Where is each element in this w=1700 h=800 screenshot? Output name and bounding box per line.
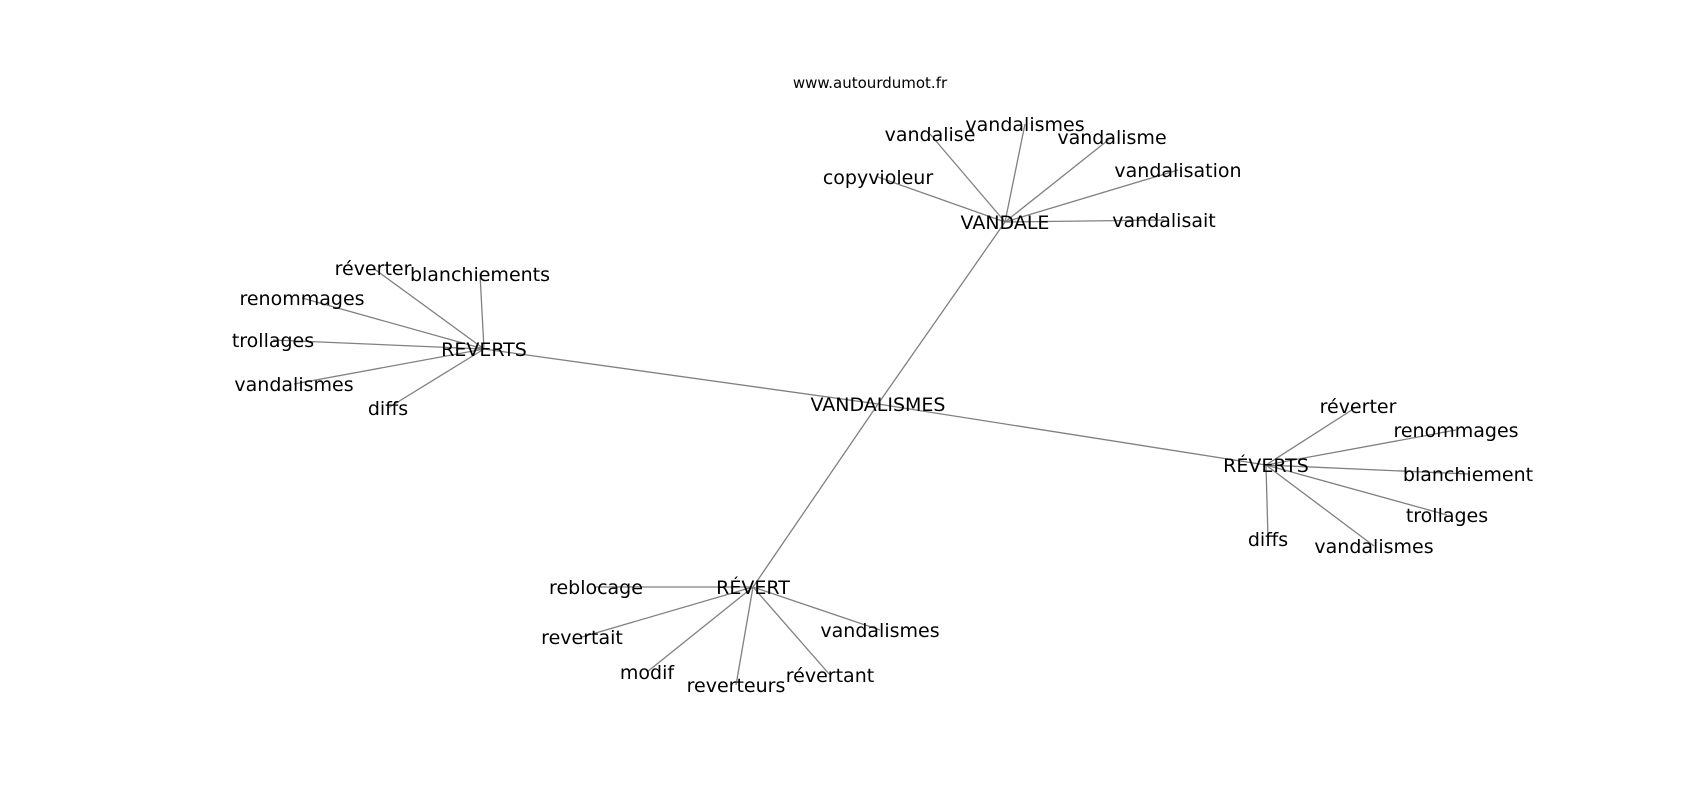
edge-reverts-acc-leaf <box>1265 429 1457 466</box>
edge-vandale-leaf <box>1004 219 1165 223</box>
leaf-node-label: diffs <box>368 398 408 420</box>
edge-revert-leaf <box>752 586 881 631</box>
edge-vandale-leaf <box>929 133 1006 223</box>
edges <box>272 123 1469 686</box>
leaf-node-label: vandalismes <box>234 374 353 396</box>
leaf-node-label: vandalismes <box>965 114 1084 136</box>
edge-vandale-leaf <box>1004 136 1113 223</box>
leaf-node-label: vandalisme <box>1057 127 1166 149</box>
leaf-node-label: renommages <box>1393 420 1518 442</box>
leaf-node-label: blanchiement <box>1403 464 1533 486</box>
edge-reverts-acc-leaf <box>1265 464 1375 547</box>
hub-node-label-reverts: REVERTS <box>441 339 527 361</box>
edge-root-revert <box>752 403 879 588</box>
edge-vandale-leaf <box>1004 123 1026 223</box>
leaf-node-label: vandalisation <box>1114 160 1241 182</box>
edge-root-reverts <box>483 348 879 405</box>
root-node-label: VANDALISMES <box>811 394 946 416</box>
edge-reverts-leaf <box>479 273 485 350</box>
leaf-node-label: réverter <box>1320 396 1397 418</box>
leaf-node-label: vandalise <box>885 124 976 146</box>
edge-reverts-acc-leaf <box>1265 464 1469 475</box>
leaf-node-label: vandalisait <box>1112 210 1215 232</box>
edge-vandale-leaf <box>1004 169 1179 223</box>
edge-reverts-leaf <box>301 297 485 350</box>
leaf-node-label: reverteurs <box>687 675 786 697</box>
hub-node-label-vandale: VANDALE <box>961 212 1050 234</box>
edge-revert-leaf <box>752 586 831 676</box>
edge-reverts-leaf <box>372 267 485 350</box>
leaf-node-label: vandalismes <box>820 620 939 642</box>
edge-reverts-leaf <box>272 339 485 350</box>
edge-reverts-acc-leaf <box>1265 405 1359 466</box>
leaf-node-label: reblocage <box>549 577 643 599</box>
leaf-node-label: revertait <box>541 627 623 649</box>
edge-root-reverts-acc <box>877 403 1267 466</box>
edge-reverts-leaf <box>293 348 485 385</box>
hub-node-label-revert: RÉVERT <box>716 576 790 599</box>
labels: VANDALISMESVANDALEvandalisevandalismesva… <box>232 114 1533 697</box>
edge-root-vandale <box>877 221 1006 405</box>
edge-revert-leaf <box>581 586 754 638</box>
edge-revert-leaf <box>735 586 754 686</box>
edge-vandale-leaf <box>877 176 1006 223</box>
edge-reverts-acc-leaf <box>1265 464 1448 516</box>
edge-reverts-acc-leaf <box>1265 464 1269 540</box>
leaf-node-label: trollages <box>1406 505 1488 527</box>
leaf-node-label: réverter <box>335 258 412 280</box>
leaf-node-label: vandalismes <box>1314 536 1433 558</box>
edge-reverts-leaf <box>387 348 485 409</box>
leaf-node-label: blanchiements <box>410 264 550 286</box>
leaf-node-label: modif <box>620 662 675 684</box>
leaf-node-label: diffs <box>1248 529 1288 551</box>
edge-revert-leaf <box>646 586 754 673</box>
leaf-node-label: trollages <box>232 330 314 352</box>
source-url: www.autourdumot.fr <box>793 74 948 92</box>
hub-node-label-reverts-acc: RÉVERTS <box>1223 454 1309 477</box>
leaf-node-label: révertant <box>786 665 874 687</box>
leaf-node-label: renommages <box>239 288 364 310</box>
leaf-node-label: copyvioleur <box>823 167 934 189</box>
